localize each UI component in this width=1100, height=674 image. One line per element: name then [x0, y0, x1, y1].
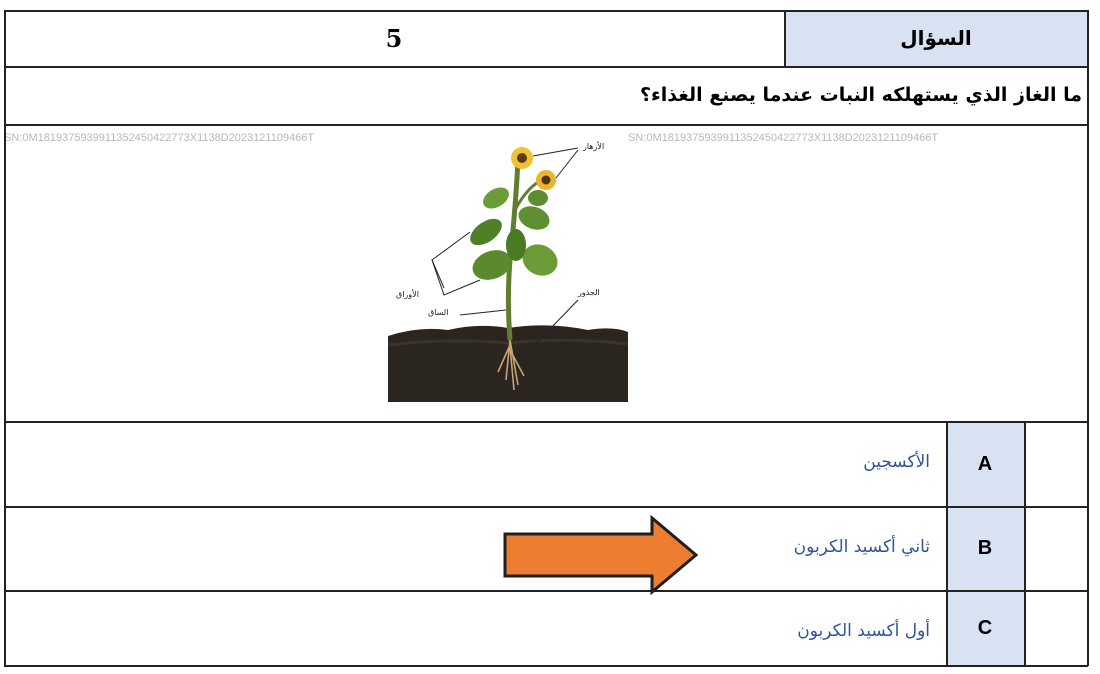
- option-letter-a: A: [946, 422, 1024, 506]
- plant-illustration: [387, 147, 629, 402]
- serial-watermark-right: SN:0M1819375939911352450422773X1138D2023…: [628, 132, 939, 144]
- question-label: السؤال: [900, 26, 972, 50]
- question-text-cell: ما الغاز الذي يستهلكه النبات عندما يصنع …: [4, 66, 1088, 124]
- option-letter-b-text: B: [977, 536, 993, 559]
- plant-label-leaves: الأوراق: [396, 290, 419, 299]
- grid-line: [1024, 421, 1026, 666]
- grid-line: [4, 124, 1088, 126]
- option-letter-c: C: [946, 590, 1024, 666]
- option-letter-b: B: [946, 506, 1024, 590]
- grid-line: [946, 421, 948, 666]
- question-number: 5: [385, 23, 403, 53]
- plant-figure: الأزهار الأوراق الساق الجذور: [387, 140, 629, 402]
- plant-label-flowers: الأزهار: [583, 142, 605, 151]
- option-b-answer[interactable]: ثاني أكسيد الكربون: [793, 537, 930, 557]
- grid-line: [4, 66, 1088, 68]
- question-text: ما الغاز الذي يستهلكه النبات عندما يصنع …: [640, 84, 1082, 106]
- grid-line: [784, 10, 786, 66]
- plant-label-roots: الجذور: [578, 288, 600, 297]
- grid-line: [4, 506, 1088, 508]
- option-a-answer[interactable]: الأكسجين: [863, 452, 930, 472]
- question-number-cell: 5: [4, 10, 784, 66]
- right-arrow-icon: [503, 514, 699, 596]
- grid-line: [1087, 10, 1089, 666]
- grid-line: [4, 590, 1088, 592]
- serial-watermark-left: SN:0M1819375939911352450422773X1138D2023…: [4, 132, 315, 144]
- option-letter-a-text: A: [977, 452, 993, 475]
- grid-line: [4, 10, 6, 666]
- grid-line: [4, 421, 1088, 423]
- grid-line: [4, 10, 1088, 12]
- plant-label-stem: الساق: [428, 308, 449, 317]
- grid-line: [4, 665, 1088, 667]
- option-letter-c-text: C: [977, 616, 993, 639]
- option-c-answer[interactable]: أول أكسيد الكربون: [797, 621, 930, 641]
- question-label-cell: السؤال: [784, 10, 1088, 66]
